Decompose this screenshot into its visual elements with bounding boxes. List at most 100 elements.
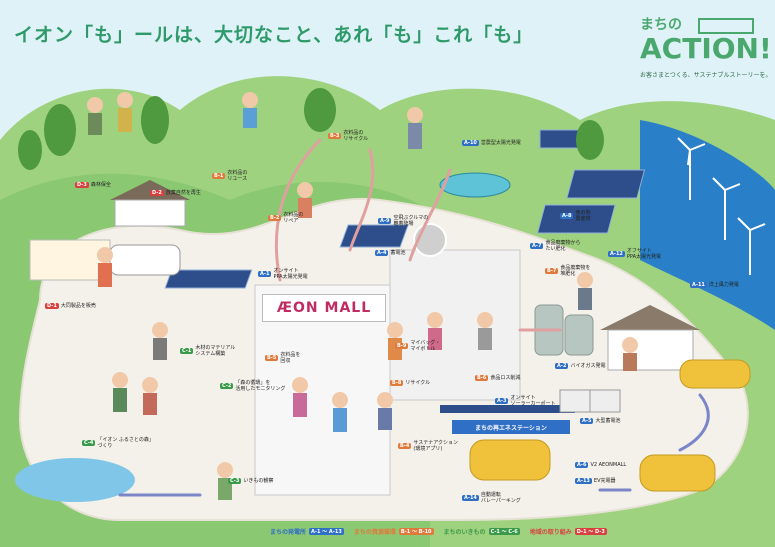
logo-action: ACTION! [640,32,772,65]
legend-range: B-1 〜 B-10 [398,527,434,535]
code-badge: B-2 [268,215,282,221]
label-text: 食品廃棄物から たい肥化 [545,240,581,252]
legend-range: A-1 〜 A-13 [309,527,344,535]
code-badge: B-9 [395,343,409,349]
code-badge: A-6 [575,462,589,468]
code-badge: B-8 [390,380,404,386]
code-badge: A-11 [690,282,707,288]
circulation-arrows [118,393,710,497]
flow-arrows [274,138,562,332]
label-c2: C-2「森の循環」を 活用したモニタリング [220,380,285,392]
label-text: 衣料品の リペア [283,212,304,224]
label-text: マイバッグ・ マイボトル [410,340,441,352]
label-c4: C-4「イオン ふるさとの森」 づくり [82,437,154,449]
label-text: 「森の循環」を 活用したモニタリング [235,380,286,392]
logo-brand: まちの [640,17,682,33]
code-badge: A-13 [575,478,592,484]
code-badge: B-3 [328,133,342,139]
legend-range: D-1 〜 D-3 [574,527,607,535]
code-badge: B-4 [398,443,412,449]
label-text: いきもの観察 [243,478,274,484]
house-icon [29,180,700,371]
tree-icon [18,88,604,170]
label-text: V2 AEONMALL [590,462,627,468]
flying-car-icon [439,172,511,198]
logo-box [698,18,754,34]
page-headline: イオン「も」ールは、大切なこと、あれ「も」これ「も」 [14,24,534,46]
code-badge: B-1 [212,173,226,179]
label-text: 衣料品の リサイクル [343,130,369,142]
label-text: リサイクル [405,380,431,386]
legend-title: まちの発電所 [270,528,307,536]
label-text: 木材のマテリアル システム構築 [195,345,236,357]
code-badge: A-5 [580,418,594,424]
code-badge: D-1 [45,303,59,309]
label-text: 食の地 農産物 [575,210,591,222]
label-text: バイオガス発電 [570,363,606,369]
code-badge: D-2 [150,190,164,196]
label-text: 自動運転 バレーパーキング [480,492,521,504]
code-badge: D-3 [75,182,89,188]
solar-carport [440,405,575,413]
car-icon [109,244,751,492]
code-badge: B-7 [545,268,559,274]
label-text: 食品ロス削減 [490,375,521,381]
sea [640,120,775,330]
code-badge: C-2 [220,383,234,389]
code-badge: A-7 [530,243,544,249]
code-badge: A-3 [495,398,509,404]
machi-no-action-logo: まちの ACTION! お客さまとつくる、サステナブルストーリーを。 [640,14,772,84]
legend-title: 地域の取り組み [529,528,572,536]
label-text: 空飛ぶクルマの 離着陸場 [393,215,429,227]
mall-annex [389,249,521,401]
label-text: サステナアクション (環境アプリ) [413,440,459,452]
legend-range: C-1 〜 C-6 [488,527,520,535]
label-text: 森林保全 [90,182,111,188]
code-badge: A-14 [462,495,479,501]
label-text: 放棄自然を再生 [165,190,201,196]
wind-turbine-icon [677,137,766,275]
code-badge: A-2 [555,363,569,369]
renewable-station-sign: まちの再エネステーション [452,420,570,434]
label-text: 「イオン ふるさとの森」 づくり [97,437,154,449]
code-badge: B-6 [475,375,489,381]
code-badge: C-3 [228,478,242,484]
label-text: オフサイト PPA太陽光発電 [626,248,662,260]
legend-title: まちのいきもの [443,528,486,536]
legend-title: まちの資源循環 [353,528,396,536]
pond [15,458,135,502]
code-badge: A-8 [560,213,574,219]
label-text: 営農型太陽光発電 [480,140,521,146]
label-text: EV充電器 [593,478,616,484]
code-badge: A-1 [258,271,272,277]
